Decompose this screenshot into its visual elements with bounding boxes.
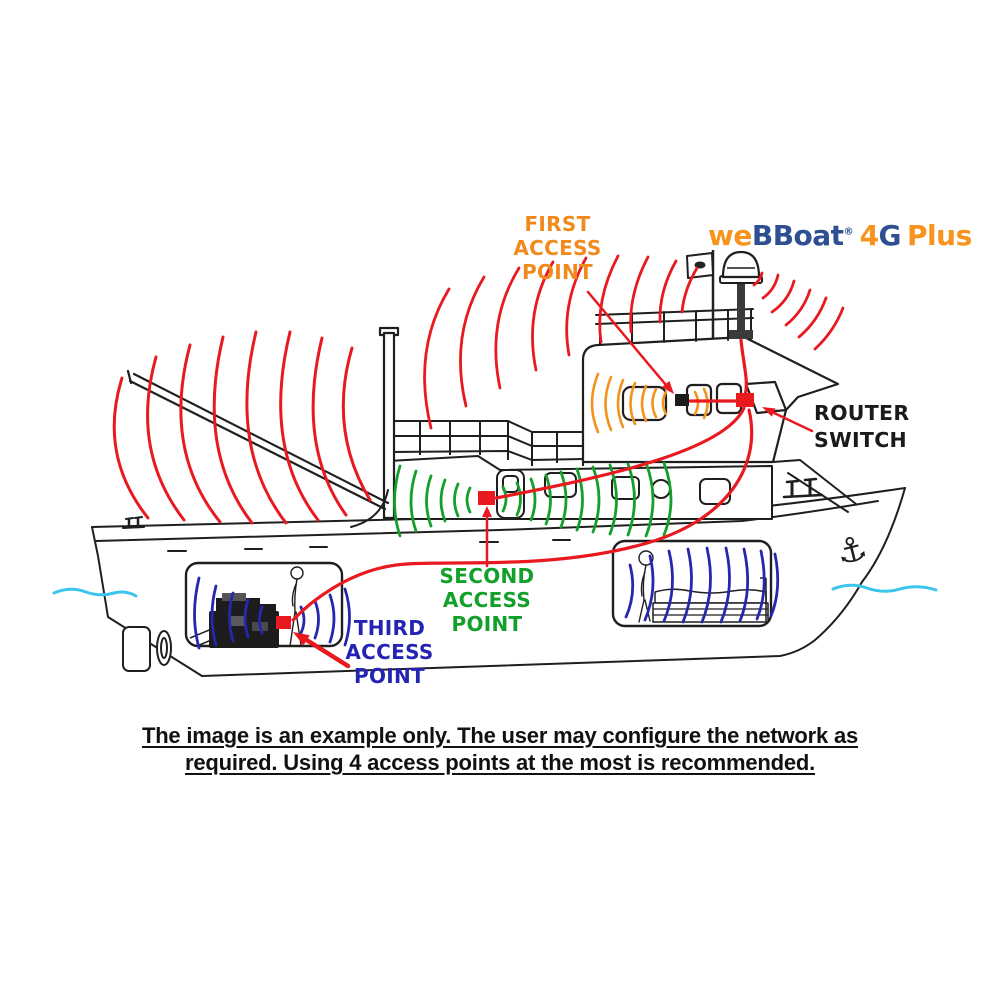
logo-we: we (708, 219, 752, 252)
antenna-dome (719, 250, 763, 339)
logo-g: G (878, 219, 902, 252)
logo-plus: Plus (907, 219, 972, 252)
footnote: The image is an example only. The user m… (0, 722, 1000, 776)
cable-router-to-third-ap (291, 408, 754, 622)
second-access-point-device (478, 491, 495, 505)
router-arrow (770, 410, 814, 433)
water-waves (52, 583, 938, 598)
registered-mark: ® (843, 226, 854, 238)
first-access-point-label: FIRST ACCESS POINT (513, 212, 602, 284)
red-signal-arcs-dome-right (752, 271, 845, 351)
anchor-icon: ⚓ (832, 528, 871, 574)
bow-bollard (782, 477, 824, 499)
footnote-line-2: required. Using 4 access points at the m… (184, 750, 816, 775)
person-aft-cabin (638, 550, 654, 623)
flag (686, 250, 715, 338)
boat-hull (91, 487, 906, 677)
third-access-point-device (276, 616, 291, 629)
orange-signal-arcs (590, 372, 709, 434)
blue-signal-arcs-engine-room (193, 576, 351, 650)
red-signal-arcs-left (112, 330, 372, 525)
logo-bboat: BBoat (751, 219, 844, 252)
blue-signal-arcs-aft-cabin (624, 546, 780, 624)
third-ap-arrow (302, 636, 351, 669)
cable-antenna-to-router (739, 338, 748, 397)
red-signal-arcs-dome-left (423, 254, 699, 430)
network-cables (291, 338, 754, 622)
mast-and-boom (126, 326, 400, 528)
green-signal-arcs (393, 461, 673, 538)
first-access-point-device (675, 394, 689, 406)
cable-router-to-second-ap (494, 406, 746, 500)
footnote-line-1: The image is an example only. The user m… (141, 723, 859, 748)
third-access-point-label: THIRD ACCESS POINT (345, 616, 434, 688)
router-switch-device (736, 393, 754, 407)
label-arrows (293, 290, 814, 669)
first-ap-arrow (586, 290, 668, 387)
logo-4: 4 (859, 219, 879, 252)
router-switch-label: ROUTER SWITCH (814, 401, 910, 452)
second-access-point-label: SECOND ACCESS POINT (439, 564, 535, 636)
stern-bollard (122, 516, 145, 529)
